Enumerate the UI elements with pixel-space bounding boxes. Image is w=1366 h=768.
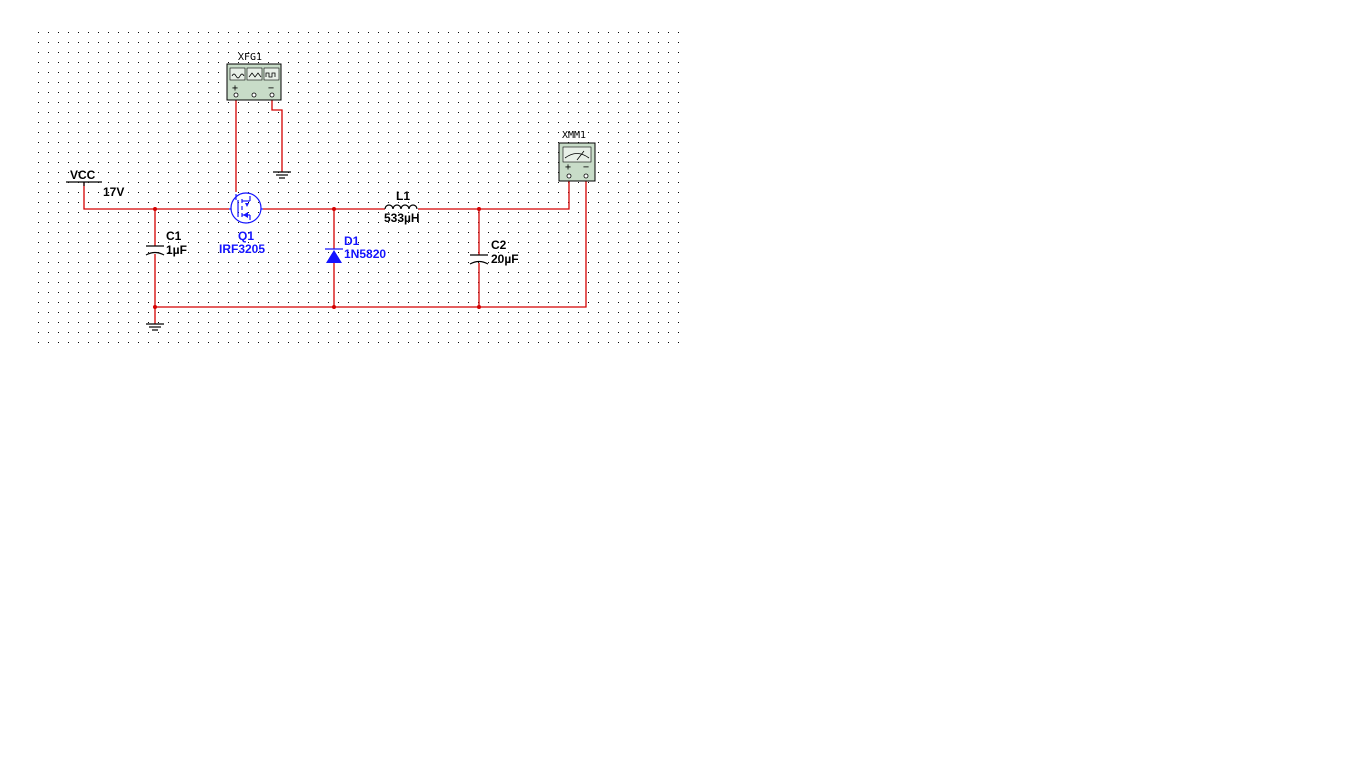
c1-value: 1µF (166, 243, 187, 257)
d1-value: 1N5820 (344, 247, 386, 261)
vcc-value: 17V (103, 185, 124, 199)
mosfet-q1[interactable]: Q1 IRF3205 (219, 192, 265, 256)
xfg1-plus: + (232, 83, 238, 94)
function-generator-xfg1[interactable]: XFG1 + − (226, 52, 282, 101)
multimeter-xmm1[interactable]: XMM1 + − (558, 130, 596, 182)
ground-icon (146, 323, 164, 331)
xmm1-minus: − (583, 162, 589, 173)
sine-wave-icon (231, 73, 245, 79)
xfg1-label: XFG1 (238, 52, 262, 63)
grid-area (36, 30, 680, 348)
q1-value: IRF3205 (219, 242, 265, 256)
c2-value: 20µF (491, 252, 519, 266)
square-wave-icon (265, 72, 276, 78)
wires (83, 100, 587, 324)
xmm1-label: XMM1 (562, 130, 586, 141)
q1-ref: Q1 (238, 229, 254, 243)
xfg1-minus: − (268, 83, 274, 94)
capacitor-c2[interactable]: C2 20µF (469, 238, 519, 266)
xmm1-plus: + (565, 162, 571, 173)
triangle-wave-icon (248, 72, 262, 78)
c1-ref: C1 (166, 229, 182, 243)
l1-value: 533µH (384, 211, 420, 225)
vcc-source[interactable]: VCC 17V (66, 168, 124, 199)
vcc-label: VCC (70, 168, 96, 182)
inductor-l1[interactable]: L1 533µH (384, 189, 420, 225)
capacitor-c1[interactable]: C1 1µF (145, 229, 187, 257)
ground-icon (273, 171, 291, 179)
c2-ref: C2 (491, 238, 507, 252)
meter-needle-icon (564, 150, 590, 161)
l1-ref: L1 (396, 189, 410, 203)
d1-ref: D1 (344, 234, 360, 248)
diode-d1[interactable]: D1 1N5820 (325, 234, 386, 263)
